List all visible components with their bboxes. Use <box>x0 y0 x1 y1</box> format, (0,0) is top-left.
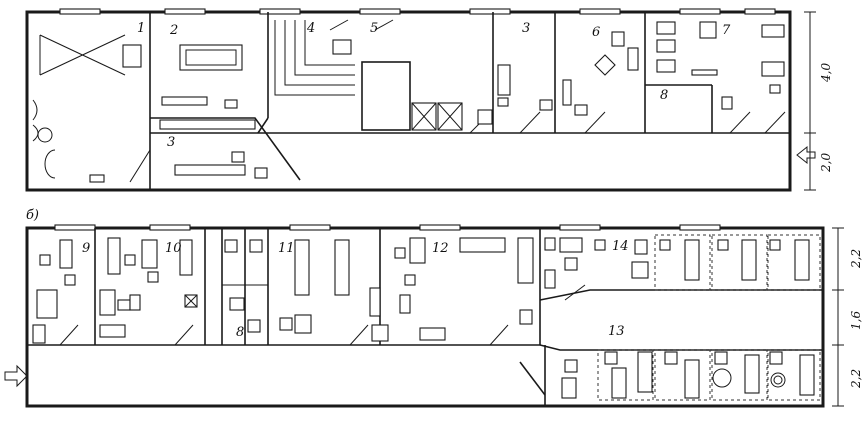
plan-a-windows <box>59 8 776 15</box>
room-label: 2 <box>169 23 178 38</box>
plan-b-dimension-line <box>832 227 844 407</box>
room-8-equipment <box>222 239 268 333</box>
plan-a-outer-wall <box>25 10 792 192</box>
room-label: 3 <box>522 21 530 36</box>
room-1-equipment <box>32 34 142 183</box>
room-4-5-equipment <box>274 20 493 131</box>
room-label: 10 <box>165 241 182 256</box>
room-label: 3 <box>167 135 175 150</box>
dimension-label: 2,2 <box>849 369 863 389</box>
room-label: 11 <box>278 241 295 256</box>
room-9-equipment <box>32 239 76 344</box>
room-label: 7 <box>722 23 731 38</box>
ward-beds-top <box>659 239 810 281</box>
room-2-equipment <box>159 44 268 179</box>
room-10-equipment <box>99 237 198 338</box>
room-label: 8 <box>236 325 244 340</box>
plan-b-entrance-arrow <box>4 364 28 388</box>
room-14-equipment <box>544 237 649 289</box>
plan-b: б) <box>4 208 863 408</box>
room-label: 13 <box>608 324 625 339</box>
plan-a-doors <box>329 19 786 134</box>
room-label: 5 <box>370 21 378 36</box>
room-label: 1 <box>137 21 145 36</box>
dimension-label: 2,0 <box>819 153 833 173</box>
ward-beds-bottom <box>561 351 815 399</box>
room-label: 12 <box>432 241 449 256</box>
room-label: 14 <box>612 239 629 254</box>
room-label: 6 <box>592 25 600 40</box>
room-label: 9 <box>82 241 90 256</box>
dimension-label: 2,2 <box>849 249 863 269</box>
room-3b-equipment <box>497 64 553 111</box>
plan-a-entrance-arrow <box>796 145 816 165</box>
dimension-label: 4,0 <box>819 63 833 83</box>
room-6-equipment <box>562 31 639 116</box>
ward-bed-zones <box>597 234 821 401</box>
plan-b-windows <box>54 224 721 231</box>
room-label: 4 <box>306 21 315 36</box>
dimension-label: 1,6 <box>849 311 863 330</box>
room-12-equipment <box>369 237 534 342</box>
plan-b-doors <box>59 284 586 346</box>
plan-a-dimension-line <box>804 11 816 191</box>
plan-b-caption: б) <box>26 208 39 223</box>
room-label: 8 <box>660 88 668 103</box>
room-7-equipment <box>656 21 785 110</box>
room-11-equipment <box>279 239 350 334</box>
plan-a: 1 2 3 4 5 3 6 7 8 4,0 2,0 <box>25 8 833 192</box>
